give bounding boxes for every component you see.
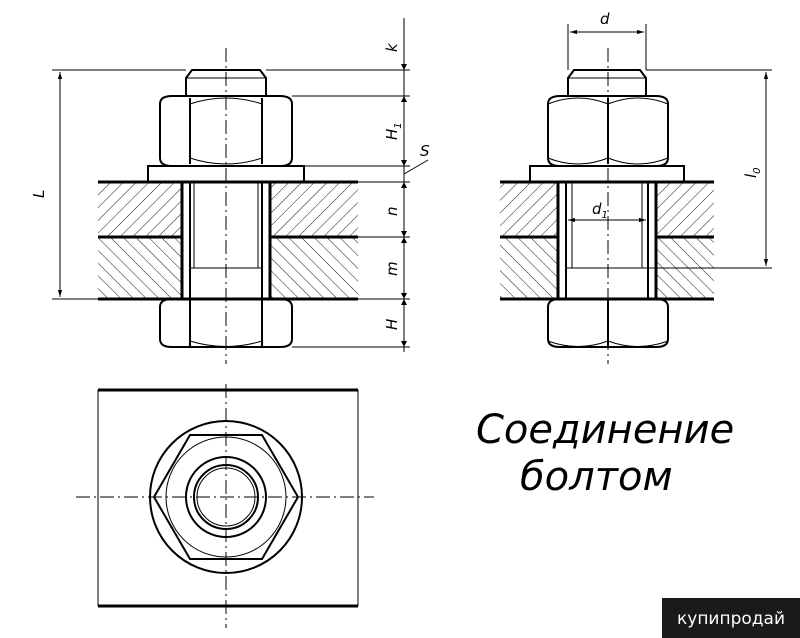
bolt-end-front bbox=[185, 69, 267, 96]
lower-plate-left-2 bbox=[500, 237, 558, 299]
upper-plate-left bbox=[98, 182, 182, 237]
watermark-badge: купипродай bbox=[662, 598, 800, 638]
bolt-end-side bbox=[567, 69, 647, 96]
dim-m-label: m bbox=[383, 261, 401, 276]
dim-d1-label: d1 bbox=[592, 200, 608, 221]
bolt-head-front bbox=[159, 298, 293, 348]
bolt-head-side bbox=[547, 298, 669, 348]
dim-H1-label: H1 bbox=[383, 122, 404, 140]
dim-H-label: H bbox=[383, 319, 401, 330]
front-section-view: L k H1 S n m H bbox=[30, 18, 430, 364]
nut-front bbox=[159, 95, 293, 167]
dim-d-label: d bbox=[600, 10, 610, 28]
drawing-title-line1: Соединение bbox=[476, 407, 734, 453]
lower-plate-left bbox=[98, 237, 182, 299]
dim-S-label: S bbox=[420, 142, 430, 160]
lower-plate-right bbox=[270, 237, 358, 299]
dim-k-label: k bbox=[383, 42, 401, 52]
drawing-title-line2: болтом bbox=[520, 454, 673, 500]
washer-side bbox=[529, 165, 685, 183]
side-section-view: d d1 l0 bbox=[500, 10, 772, 364]
svg-text:купипродай: купипродай bbox=[677, 609, 785, 629]
top-view bbox=[76, 384, 374, 628]
upper-plate-right bbox=[270, 182, 358, 237]
dim-n-label: n bbox=[383, 206, 401, 216]
upper-plate-left-2 bbox=[500, 182, 558, 237]
dim-L-label: L bbox=[30, 190, 48, 198]
dim-l0-label: l0 bbox=[742, 167, 763, 178]
upper-plate-right-2 bbox=[656, 182, 714, 237]
